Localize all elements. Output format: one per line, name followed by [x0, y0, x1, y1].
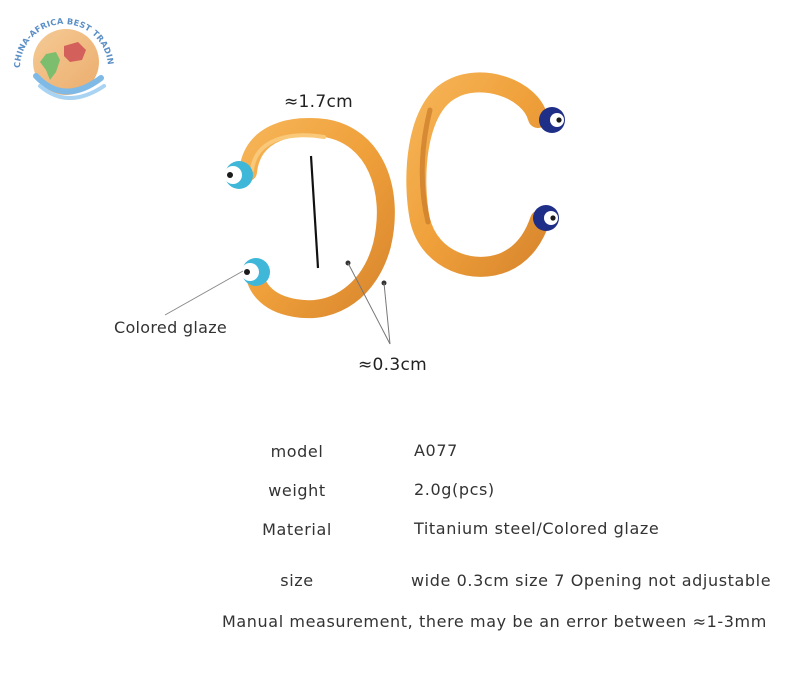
spec-value-size: wide 0.3cm size 7 Opening not adjustable: [411, 571, 772, 590]
spec-value-weight: 2.0g(pcs): [414, 480, 495, 499]
colored-glaze-label: Colored glaze: [114, 318, 228, 337]
width-label: ≈1.7cm: [284, 92, 353, 112]
evil-eye-icon: [241, 258, 270, 286]
product-figure: [164, 72, 565, 345]
evil-eye-icon: [533, 205, 559, 231]
ring-left: [224, 117, 395, 319]
spec-label-size: size: [280, 571, 314, 590]
measurement-note: Manual measurement, there may be an erro…: [222, 612, 767, 631]
spec-value-material: Titanium steel/Colored glaze: [414, 519, 660, 538]
brand-logo: CHINA-AFRICA BEST TRADING PLATFORM: [2, 0, 118, 106]
evil-eye-icon: [539, 107, 565, 133]
spec-label-material: Material: [262, 520, 332, 539]
thickness-label: ≈0.3cm: [358, 355, 427, 375]
spec-label-model: model: [270, 442, 324, 461]
globe-africa-china-icon: CHINA-AFRICA BEST TRADING PLATFORM: [2, 0, 116, 100]
spec-label-weight: weight: [268, 481, 326, 500]
width-measure-line: [309, 155, 320, 269]
spec-value-model: A077: [414, 441, 458, 460]
thickness-pointer: [345, 260, 391, 345]
ring-right: [406, 72, 565, 277]
glaze-callout-line: [164, 270, 244, 316]
evil-eye-icon: [224, 161, 253, 189]
